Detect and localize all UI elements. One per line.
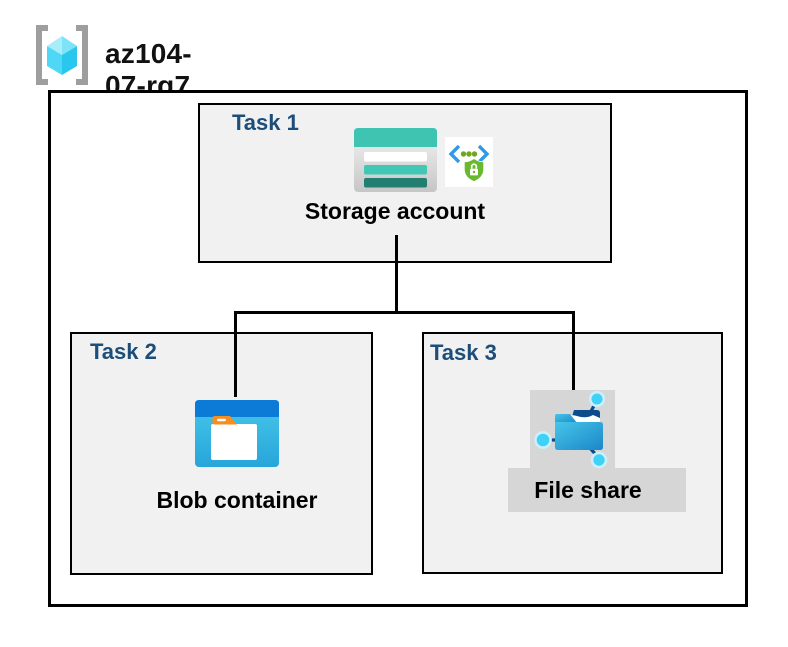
task-2-label: Task 2 (90, 339, 157, 364)
storage-bar-dark (364, 178, 427, 188)
cube-face-bottom-left (47, 46, 62, 75)
task-3-label: Task 3 (430, 340, 497, 365)
storage-top-band (354, 128, 437, 147)
storage-account-label: Storage account (304, 198, 486, 224)
blob-container-label: Blob container (156, 487, 318, 513)
cube-face-top-right (62, 36, 77, 55)
resource-group-icon (36, 25, 88, 85)
connector-to-blob (234, 311, 237, 397)
share-node (534, 431, 552, 449)
chevron-left (448, 144, 461, 164)
file-share-icon (534, 390, 608, 469)
storage-bar-white (364, 152, 427, 162)
cube-face-bottom-right (62, 46, 77, 75)
task-1-label: Task 1 (232, 110, 299, 135)
folder-body (211, 424, 257, 460)
blob-container-icon (195, 400, 279, 467)
lock-shackle (470, 163, 478, 169)
storage-bar-teal (364, 165, 427, 175)
connector-storage-stem (395, 235, 398, 313)
folder-tab (555, 414, 577, 423)
chevron-right (477, 144, 490, 164)
share-node (590, 451, 608, 469)
storage-account-icon (354, 128, 437, 192)
share-node (588, 390, 606, 408)
cube-face-top-left (47, 36, 62, 55)
file-share-highlight-band: File share (508, 468, 686, 512)
connector-to-fileshare (572, 311, 575, 392)
blob-top-band (195, 400, 279, 417)
connector-horizontal (234, 311, 574, 314)
secure-code-lock-icon (445, 137, 493, 187)
folder-front (555, 422, 603, 450)
file-share-label: File share (534, 476, 642, 503)
